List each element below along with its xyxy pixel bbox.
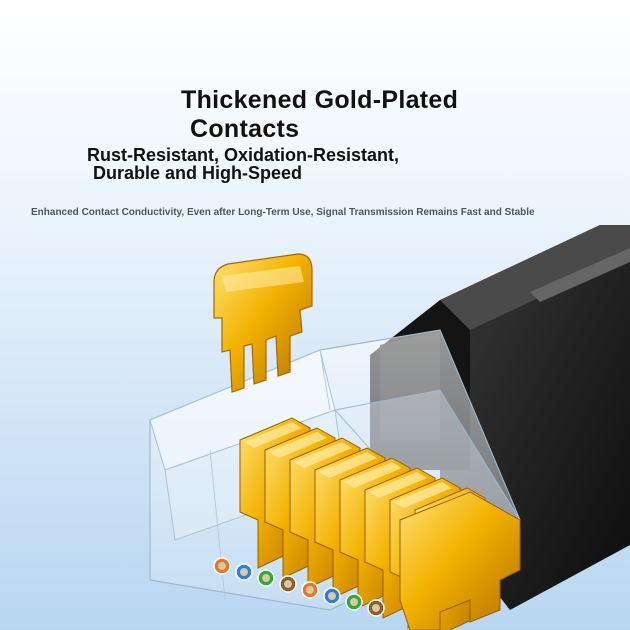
wire-core-2 <box>240 568 248 576</box>
headline-line-1: Thickened Gold-Plated <box>181 86 459 114</box>
gold-pin-front <box>399 491 521 630</box>
wire-ends <box>213 557 385 617</box>
wire-core-3 <box>262 574 270 582</box>
feature-description: Enhanced Contact Conductivity, Even afte… <box>31 207 535 218</box>
headline-line-2: Contacts <box>190 115 300 143</box>
subheadline-line-2: Durable and High-Speed <box>93 163 303 183</box>
wire-core-7 <box>350 598 358 606</box>
subheadline-line-1: Rust-Resistant, Oxidation-Resistant, <box>87 145 400 165</box>
wire-core-1 <box>218 562 226 570</box>
wire-core-5 <box>306 586 314 594</box>
wire-core-4 <box>284 580 292 588</box>
gold-contact-pins <box>239 417 521 630</box>
wire-core-6 <box>328 592 336 600</box>
wire-core-8 <box>372 604 380 612</box>
floating-gold-contact <box>213 253 313 393</box>
